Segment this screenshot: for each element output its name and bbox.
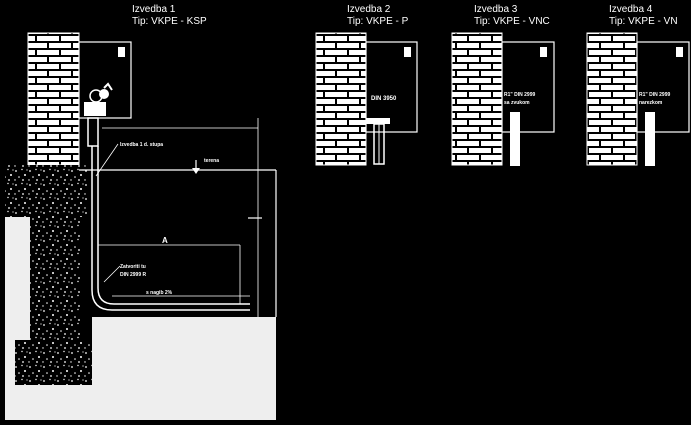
variant-3-name: Izvedba 3 [474, 4, 518, 15]
box-marker-1 [118, 47, 125, 57]
meter-box-1 [78, 41, 132, 119]
box-label-4b: narezkom [639, 100, 663, 106]
dimension-A: A [162, 236, 168, 245]
label-pipe-1: Zatvoriti tu [120, 264, 146, 270]
gravel-foot-1 [15, 340, 92, 385]
box-label-3b: sa zvukom [504, 100, 530, 106]
variant-1-type: Tip: VKPE - KSP [132, 16, 207, 27]
variant-3-drawing: R1" DIN 2999 sa zvukom [451, 32, 555, 166]
variant-3-caption: Izvedba 3 Tip: VKPE - VNC [474, 4, 550, 28]
variant-1-drawing: Izvedba 1 d. stupa terena A Zatvoriti tu… [5, 32, 277, 420]
variant-4-caption: Izvedba 4 Tip: VKPE - VN [609, 4, 678, 28]
variant-2-type: Tip: VKPE - P [347, 16, 409, 27]
label-wall: Izvedba 1 d. stupa [120, 142, 163, 148]
label-pipe-2: DIN 2999 R [120, 272, 147, 278]
variant-4-type: Tip: VKPE - VN [609, 16, 678, 27]
variant-4-name: Izvedba 4 [609, 4, 653, 15]
meter-box-2 [365, 41, 418, 133]
variant-1-caption: Izvedba 1 Tip: VKPE - KSP [132, 4, 207, 28]
meter-box-3 [501, 41, 555, 133]
valve-head-1 [84, 82, 113, 147]
variant-3-type: Tip: VKPE - VNC [474, 16, 550, 27]
variant-2-name: Izvedba 2 [347, 4, 391, 15]
variant-4-drawing: R1" DIN 2999 narezkom [586, 32, 690, 166]
variant-2-drawing: DIN 3950 [315, 32, 418, 166]
riser-pipe-1 [91, 146, 250, 311]
box-label-4a: R1" DIN 2999 [639, 92, 670, 98]
brick-wall-1 [27, 32, 80, 166]
gravel-column-1 [30, 217, 80, 342]
box-label-3a: R1" DIN 2999 [504, 92, 535, 98]
label-slope: s nagib 2% [146, 290, 173, 296]
label-level: terena [204, 158, 219, 164]
variant-1-name: Izvedba 1 [132, 4, 176, 15]
variant-2-caption: Izvedba 2 Tip: VKPE - P [347, 4, 408, 28]
trench-area-1 [5, 317, 276, 420]
meter-box-4 [636, 41, 690, 133]
gravel-top-1 [5, 165, 87, 217]
box-label-2: DIN 3950 [371, 96, 397, 102]
